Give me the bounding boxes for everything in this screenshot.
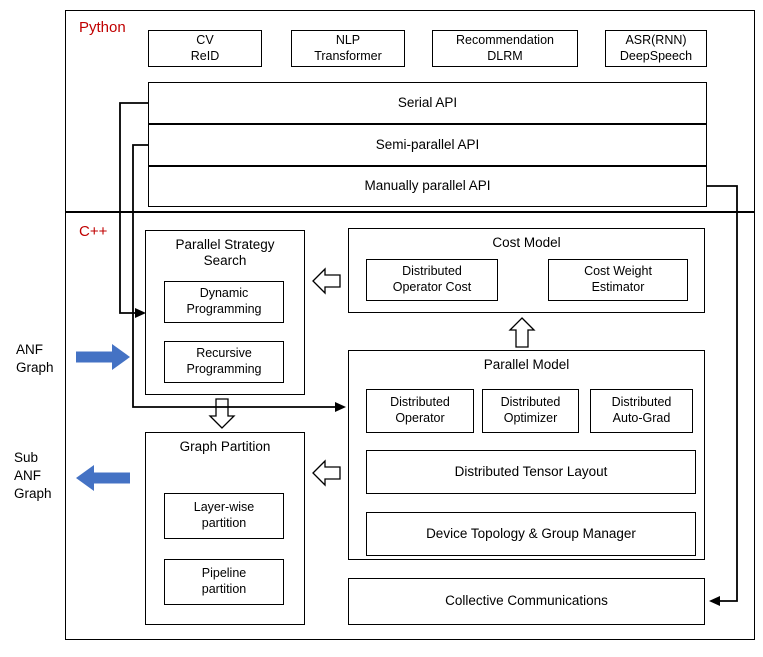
- dynamic-programming-box: Dynamic Programming: [164, 281, 284, 323]
- semi-parallel-api-box: Semi-parallel API: [148, 124, 707, 166]
- cost-weight-estimator-box: Cost Weight Estimator: [548, 259, 688, 301]
- recursive-programming-box: Recursive Programming: [164, 341, 284, 383]
- distributed-auto-grad-box: Distributed Auto-Grad: [590, 389, 693, 433]
- distributed-operator-cost-box: Distributed Operator Cost: [366, 259, 498, 301]
- app-box-recommendation-dlrm: Recommendation DLRM: [432, 30, 578, 67]
- distributed-optimizer-box: Distributed Optimizer: [482, 389, 579, 433]
- graph-partition-box: Graph Partition Layer-wise partition Pip…: [145, 432, 305, 625]
- pipeline-partition-box: Pipeline partition: [164, 559, 284, 605]
- cost-model-title: Cost Model: [492, 235, 561, 250]
- manually-parallel-api-box: Manually parallel API: [148, 166, 707, 207]
- app-box-cv-reid: CV ReID: [148, 30, 262, 67]
- parallel-strategy-search-box: Parallel Strategy Search Dynamic Program…: [145, 230, 305, 395]
- collective-communications-box: Collective Communications: [348, 578, 705, 625]
- parallel-model-title: Parallel Model: [483, 357, 570, 372]
- anf-graph-label: ANF Graph: [16, 342, 54, 376]
- layer-wise-partition-box: Layer-wise partition: [164, 493, 284, 539]
- app-box-asr-deepspeech: ASR(RNN) DeepSpeech: [605, 30, 707, 67]
- app-box-nlp-transformer: NLP Transformer: [291, 30, 405, 67]
- distributed-tensor-layout-box: Distributed Tensor Layout: [366, 450, 696, 494]
- device-topology-group-manager-box: Device Topology & Group Manager: [366, 512, 696, 556]
- cpp-section-label: C++: [79, 223, 108, 240]
- graph-partition-title: Graph Partition: [179, 439, 271, 454]
- cost-model-box: Cost Model Distributed Operator Cost Cos…: [348, 228, 705, 313]
- distributed-operator-box: Distributed Operator: [366, 389, 474, 433]
- parallel-strategy-search-title: Parallel Strategy Search: [175, 237, 275, 269]
- sub-anf-graph-label: Sub ANF Graph: [14, 450, 52, 502]
- serial-api-box: Serial API: [148, 82, 707, 124]
- parallel-model-box: Parallel Model Distributed Operator Dist…: [348, 350, 705, 560]
- python-section-label: Python: [79, 19, 126, 36]
